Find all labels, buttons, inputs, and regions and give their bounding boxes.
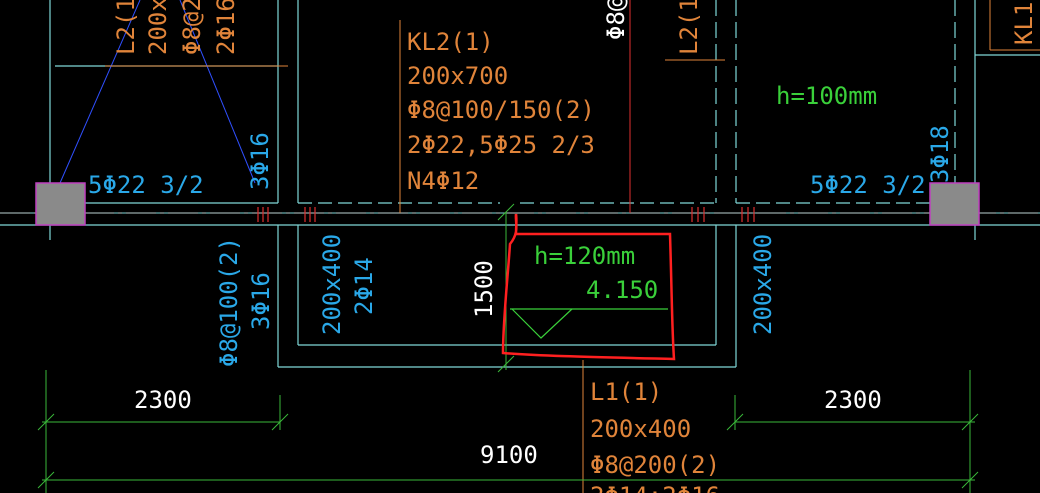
dimension-lines	[37, 203, 979, 493]
l1-annotation: L1(1) 200x400 Φ8@200(2) 2Φ14;2Φ16	[590, 378, 720, 493]
highlight-box	[501, 213, 676, 361]
blue-annotations: 5Φ22 3/2 5Φ22 3/2 3Φ16 3Φ18 Φ8@100(2) 3Φ…	[88, 125, 954, 367]
green-annotations: h=100mm h=120mm 4.150	[534, 82, 877, 304]
mid-beam-bars: 2Φ14	[350, 257, 378, 315]
kl2-size: 200x700	[407, 62, 508, 90]
top-left-name: L2(1A	[112, 0, 140, 55]
elevation-value: 4.150	[586, 276, 658, 304]
kl2-name: KL2(1)	[407, 28, 494, 56]
orange-leaders	[105, 0, 1040, 493]
top-mid-stirrup: Φ8@	[602, 0, 630, 40]
kl2-bottom-bars: 2Φ22,5Φ25 2/3	[407, 131, 595, 159]
left-span: 2300	[134, 386, 192, 414]
top-left-annotation: L2(1A 200x Φ8@2 2Φ16	[112, 0, 240, 55]
slab-thickness-box: h=120mm	[534, 242, 635, 270]
top-left-stirrup: Φ8@2	[178, 0, 206, 55]
dimension-text: 1500 2300 2300 9100	[134, 260, 882, 469]
mid-beam-size: 200x400	[318, 234, 346, 335]
elevation-symbol	[510, 308, 668, 339]
top-right-name: KL1	[1010, 2, 1038, 45]
l1-bars-partial: 2Φ14;2Φ16	[590, 482, 720, 493]
right-vertical-bars: 3Φ18	[926, 125, 954, 183]
l1-name: L1(1)	[590, 378, 662, 406]
l1-stirrup: Φ8@200(2)	[590, 451, 720, 479]
total-span: 9100	[480, 441, 538, 469]
right-bottom-bars: 5Φ22 3/2	[810, 171, 926, 199]
left-beam-bars: 3Φ16	[247, 272, 275, 330]
right-beam-size: 200x400	[749, 234, 777, 335]
opening-dim: 1500	[470, 260, 498, 318]
left-bottom-bars: 5Φ22 3/2	[88, 171, 204, 199]
right-span: 2300	[824, 386, 882, 414]
kl2-stirrup: Φ8@100/150(2)	[407, 96, 595, 124]
slab-thickness-right: h=100mm	[776, 82, 877, 110]
column-left	[35, 182, 86, 226]
left-vertical-bars: 3Φ16	[246, 132, 274, 190]
kl2-side-bars: N4Φ12	[407, 167, 479, 195]
rebar-ticks	[257, 207, 755, 222]
top-mid-name: L2(1A	[675, 0, 703, 55]
l1-size: 200x400	[590, 415, 691, 443]
top-left-size: 200x	[144, 0, 172, 55]
left-beam-stirrup: Φ8@100(2)	[215, 237, 243, 367]
blue-diagonals	[59, 0, 256, 184]
kl2-annotation: KL2(1) 200x700 Φ8@100/150(2) 2Φ22,5Φ25 2…	[407, 28, 595, 195]
column-right	[929, 182, 980, 226]
top-left-bars: 2Φ16	[212, 0, 240, 55]
